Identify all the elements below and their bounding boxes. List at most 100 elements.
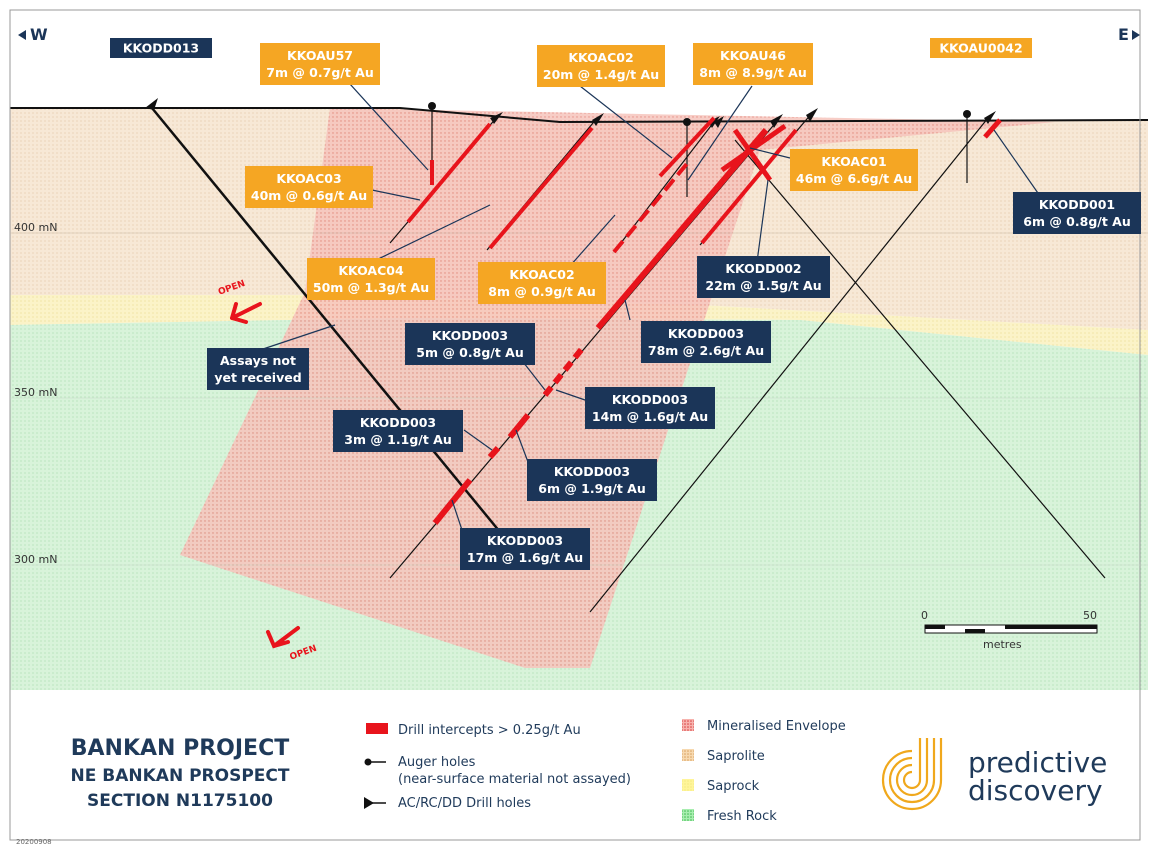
legend-unit-label: Saprock: [707, 779, 760, 794]
frame: [9, 9, 1141, 841]
drill-hole-icon: [364, 797, 374, 809]
scale-bar: 0 50 metres: [921, 609, 1098, 651]
callout-text: 40m @ 0.6g/t Au: [251, 188, 367, 203]
callout-text: 78m @ 2.6g/t Au: [648, 343, 764, 358]
intercept-swatch-icon: [366, 723, 388, 734]
callout-text: 22m @ 1.5g/t Au: [705, 278, 821, 293]
section-title: SECTION N1175100: [87, 791, 273, 811]
west-arrow-icon: [18, 30, 26, 40]
callout-text: 7m @ 0.7g/t Au: [266, 65, 373, 80]
callout-text: KKOAU46: [720, 48, 786, 63]
callout-box: [260, 43, 380, 85]
callout-box: [478, 262, 606, 304]
callout-text: KKOAC01: [821, 154, 886, 169]
auger-collar-icon: [428, 102, 436, 110]
drill-intercepts: [406, 116, 1002, 525]
intercept-kkoac04: [488, 126, 594, 250]
callout-box: [207, 348, 309, 390]
callout-box: [110, 38, 212, 58]
callout-text: KKODD001: [1039, 197, 1115, 212]
callout-text: 5m @ 0.8g/t Au: [416, 345, 523, 360]
legend-label: Auger holes: [398, 755, 476, 770]
callout-box: [405, 323, 535, 365]
callout-box: [930, 38, 1032, 58]
intercept-kkoac01: [700, 128, 798, 245]
east-label: E: [1118, 25, 1129, 44]
elevation-label: 350 mN: [14, 386, 57, 399]
callout-text: 50m @ 1.3g/t Au: [313, 280, 429, 295]
callout-kkodd003-d: KKODD003 3m @ 1.1g/t Au: [333, 410, 463, 452]
drill-hole-kkodd001: [589, 117, 989, 613]
callout-text: KKODD002: [725, 261, 801, 276]
pd-logo-icon: [881, 738, 943, 811]
ground-surface: [10, 107, 1149, 124]
callout-kkodd013: KKODD013: [110, 38, 212, 58]
callout-text: 3m @ 1.1g/t Au: [344, 432, 451, 447]
brand-line2: discovery: [968, 774, 1103, 807]
leader-lines: [259, 61, 1041, 531]
drill-collar-icon: [592, 113, 604, 126]
legend-unit-label: Fresh Rock: [707, 809, 777, 824]
callout-kkoau0042: KKOAU0042: [930, 38, 1032, 58]
legend-label: AC/RC/DD Drill holes: [398, 796, 531, 811]
collars: [145, 98, 996, 128]
scale-unit: metres: [983, 638, 1022, 651]
fresh-rock-swatch-icon: [682, 809, 694, 821]
callout-text: yet received: [214, 370, 301, 385]
elevation-label: 400 mN: [14, 221, 57, 234]
east-arrow-icon: [1132, 30, 1140, 40]
legend-unit-label: Mineralised Envelope: [707, 719, 846, 734]
callout-box: [1013, 192, 1141, 234]
auger-collar-icon: [683, 118, 691, 126]
scale-start: 0: [921, 609, 928, 622]
elevation-label: 300 mN: [14, 553, 57, 566]
geology-layers: [10, 10, 1149, 695]
callout-box: [697, 256, 830, 298]
callout-box: [333, 410, 463, 452]
title-block: BANKAN PROJECT NE BANKAN PROSPECT SECTIO…: [71, 736, 290, 811]
mineralised-swatch-icon: [682, 719, 694, 731]
drill-hole-kkodd013: [151, 107, 501, 533]
saprock-swatch-icon: [682, 779, 694, 791]
callout-text: 8m @ 0.9g/t Au: [488, 284, 595, 299]
callout-text: 6m @ 1.9g/t Au: [538, 481, 645, 496]
drill-collar-icon: [490, 112, 503, 124]
callout-box: [693, 43, 813, 85]
callout-kkodd002: KKODD002 22m @ 1.5g/t Au: [697, 256, 830, 298]
callout-box: [537, 45, 665, 87]
intercept-kkodd002: [732, 128, 773, 182]
drill-collar-icon: [984, 111, 996, 124]
callout-text: KKODD013: [123, 41, 199, 56]
date-code: 20200908: [16, 838, 52, 846]
legend-symbols: Drill intercepts > 0.25g/t Au Auger hole…: [364, 723, 631, 811]
saprolite-swatch-icon: [682, 749, 694, 761]
project-title: BANKAN PROJECT: [71, 736, 290, 761]
intercept-kkoac03: [406, 122, 492, 224]
intercept-kkodd001: [983, 118, 1002, 139]
callout-text: KKODD003: [360, 415, 436, 430]
callout-text: KKOAC03: [276, 171, 341, 186]
callout-text: KKOAC02: [568, 50, 633, 65]
intercept-kkodd003-main: [595, 128, 769, 330]
drill-collar-icon: [145, 98, 158, 110]
callout-box: [585, 387, 715, 429]
prospect-title: NE BANKAN PROSPECT: [71, 766, 290, 786]
legend-label: (near-surface material not assayed): [398, 772, 631, 787]
callout-text: KKOAU57: [287, 48, 353, 63]
intercept-kkodd003-3m: [487, 446, 501, 459]
brand-line1: predictive: [968, 746, 1107, 779]
callout-box: [641, 321, 771, 363]
drill-collar-icon: [770, 114, 783, 128]
intercept-kkodd003-low: [507, 413, 531, 439]
auger-collar-icon: [963, 110, 971, 118]
intercept-kkoac02-top: [658, 116, 716, 178]
